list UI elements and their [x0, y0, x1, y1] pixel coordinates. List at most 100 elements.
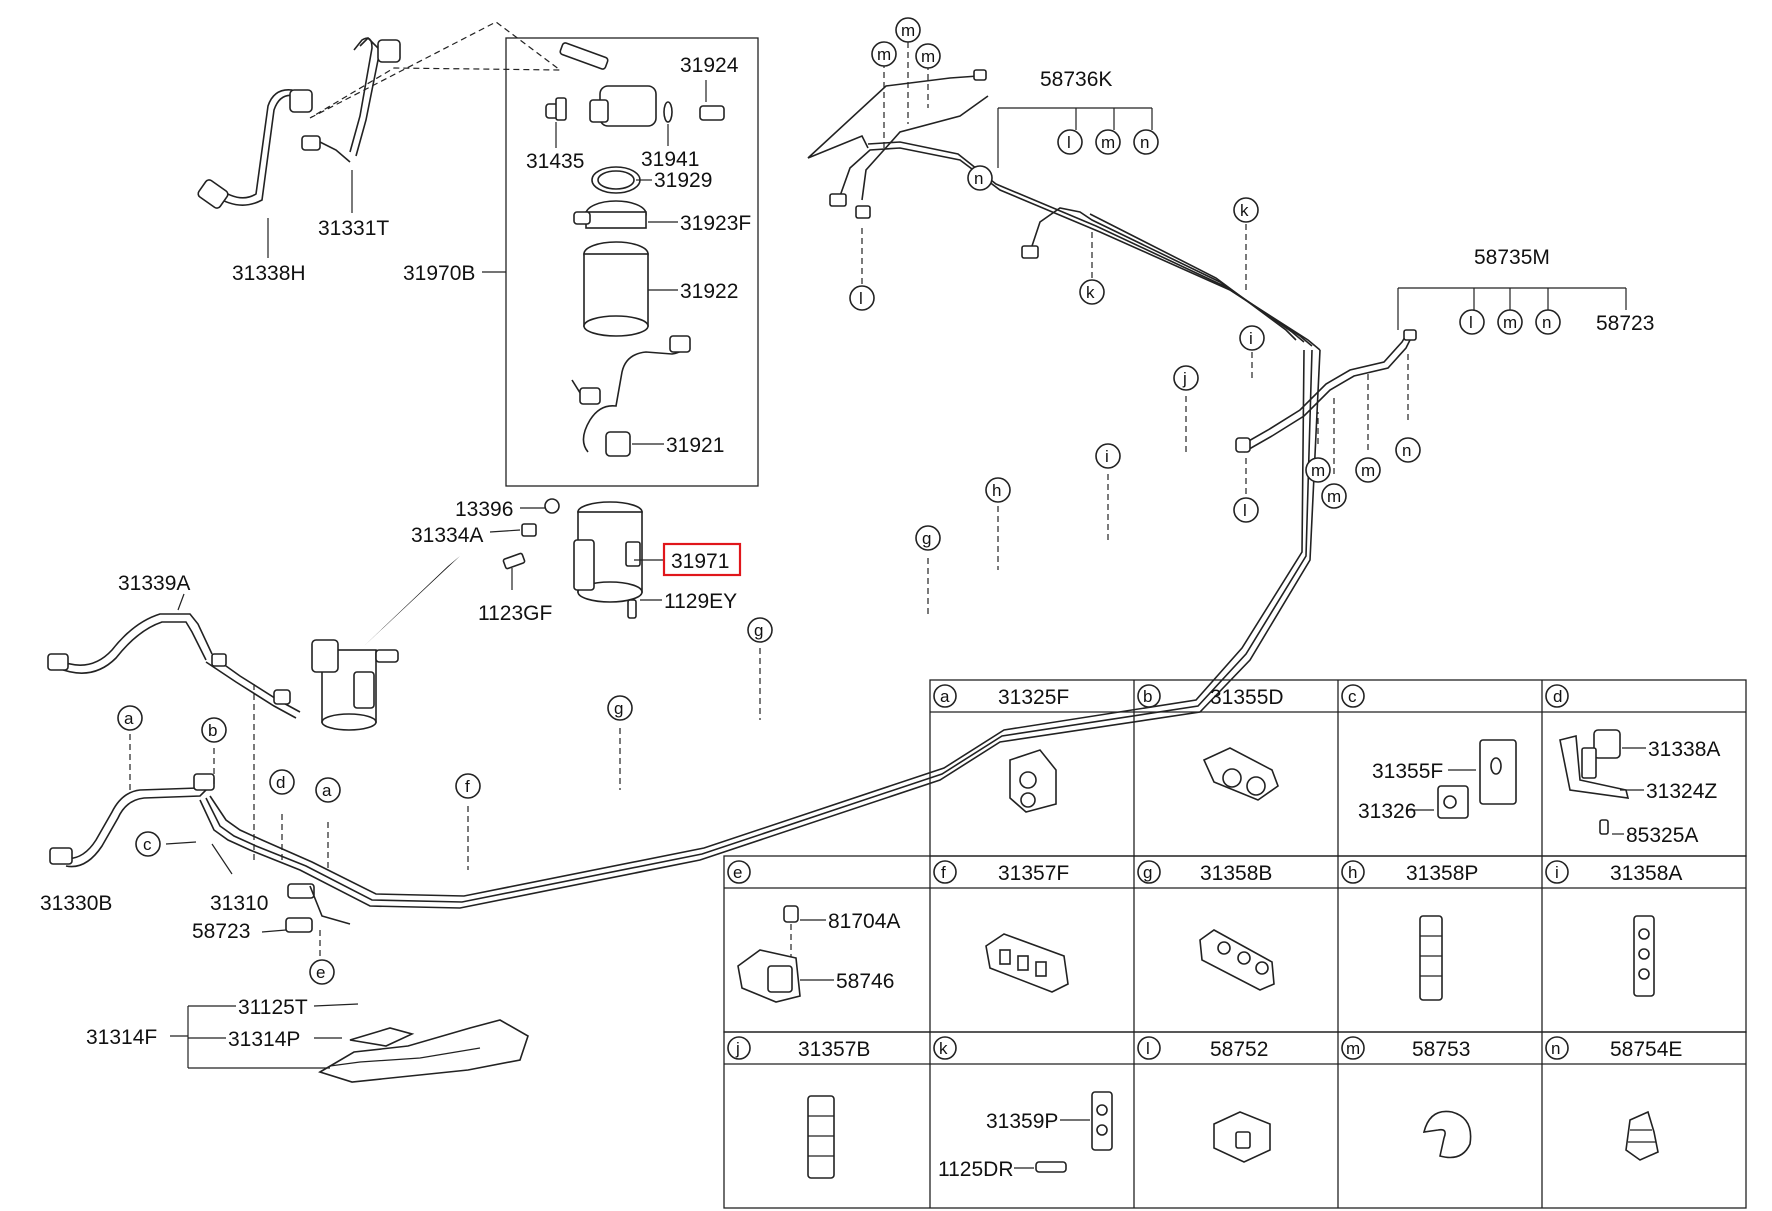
- callout-g2[interactable]: g: [747, 617, 773, 643]
- svg-text:f: f: [465, 777, 470, 796]
- callout-c[interactable]: c: [135, 831, 161, 857]
- legend-cell-g: g 31358B: [1137, 860, 1275, 991]
- callout-h[interactable]: h: [985, 477, 1011, 503]
- callout-m7[interactable]: m: [1321, 483, 1347, 509]
- svg-text:k: k: [1086, 283, 1095, 302]
- heat-shield: [318, 1019, 529, 1083]
- callout-k2[interactable]: k: [1079, 279, 1105, 305]
- svg-text:l: l: [1469, 313, 1473, 332]
- svg-text:g: g: [1143, 863, 1152, 882]
- legend-cell-e: e 81704A 58746: [727, 860, 900, 1003]
- svg-text:n: n: [1140, 133, 1149, 152]
- callout-d[interactable]: d: [269, 769, 295, 795]
- legend-part-number: 58754E: [1610, 1038, 1682, 1061]
- svg-text:h: h: [992, 481, 1001, 500]
- svg-text:j: j: [735, 1039, 740, 1058]
- svg-text:m: m: [921, 47, 935, 66]
- callout-e[interactable]: e: [309, 959, 335, 985]
- part-label: 31941: [641, 148, 699, 171]
- svg-text:m: m: [1101, 133, 1115, 152]
- svg-text:d: d: [276, 773, 285, 792]
- svg-text:j: j: [1182, 369, 1187, 388]
- part-label: 58723: [1596, 312, 1654, 335]
- legend-part-number: 31358B: [1200, 862, 1272, 885]
- callout-n4[interactable]: n: [1395, 437, 1421, 463]
- svg-text:l: l: [1067, 133, 1071, 152]
- svg-text:b: b: [1143, 687, 1152, 706]
- part-label: 58735M: [1474, 246, 1550, 269]
- svg-text:m: m: [1311, 461, 1325, 480]
- legend-cell-h: h 31358P: [1341, 860, 1478, 1001]
- callout-l1[interactable]: l: [849, 285, 875, 311]
- callout-k1[interactable]: k: [1233, 197, 1259, 223]
- part-label: 1129EY: [664, 590, 737, 613]
- callout-m8[interactable]: m: [1355, 457, 1381, 483]
- callout-l2[interactable]: l: [1233, 497, 1259, 523]
- callout-m4[interactable]: m: [1095, 129, 1121, 155]
- svg-text:i: i: [1249, 329, 1253, 348]
- svg-text:n: n: [1402, 441, 1411, 460]
- svg-text:a: a: [124, 709, 134, 728]
- svg-text:c: c: [1348, 687, 1357, 706]
- legend-part-number: 31358A: [1610, 862, 1682, 885]
- callout-m1[interactable]: m: [871, 41, 897, 67]
- svg-text:e: e: [316, 963, 325, 982]
- legend-cell-f: f 31357F: [933, 860, 1069, 993]
- svg-text:l: l: [859, 289, 863, 308]
- callout-f[interactable]: f: [455, 773, 481, 799]
- callout-leaders: [129, 42, 1409, 960]
- part-label: 31314F: [86, 1026, 157, 1049]
- part-label: 31435: [526, 150, 584, 173]
- part-label: 31331T: [318, 217, 389, 240]
- callout-i2[interactable]: i: [1239, 325, 1265, 351]
- svg-text:g: g: [922, 529, 931, 548]
- part-label: 58736K: [1040, 68, 1112, 91]
- legend-subpart: 31338A: [1648, 738, 1720, 761]
- clamp-bracket-e: [285, 883, 351, 933]
- svg-text:m: m: [877, 45, 891, 64]
- part-label: 58723: [192, 920, 250, 943]
- legend-part-number: 58752: [1210, 1038, 1268, 1061]
- callout-j[interactable]: j: [1173, 365, 1199, 391]
- callout-b[interactable]: b: [201, 717, 227, 743]
- legend-part-number: 31357B: [798, 1038, 870, 1061]
- callout-l4[interactable]: l: [1459, 309, 1485, 335]
- fuel-filter-assembly: [502, 498, 643, 619]
- callout-n2[interactable]: n: [1133, 129, 1159, 155]
- legend-subpart: 31359P: [986, 1110, 1058, 1133]
- callout-l3[interactable]: l: [1057, 129, 1083, 155]
- svg-text:k: k: [1240, 201, 1249, 220]
- svg-text:h: h: [1348, 863, 1357, 882]
- legend-cell-i: i 31358A: [1545, 860, 1682, 997]
- part-label: 31970B: [403, 262, 475, 285]
- highlighted-part-box[interactable]: [662, 542, 742, 577]
- callout-n1[interactable]: n: [967, 165, 993, 191]
- svg-text:g: g: [754, 621, 763, 640]
- callout-n3[interactable]: n: [1535, 309, 1561, 335]
- callout-g1[interactable]: g: [607, 695, 633, 721]
- callout-m6[interactable]: m: [1305, 457, 1331, 483]
- part-label: 31314P: [228, 1028, 300, 1051]
- return-pipe-assembly: [197, 21, 562, 209]
- callout-a[interactable]: a: [117, 705, 143, 731]
- callout-m2[interactable]: m: [895, 17, 921, 43]
- callout-i1[interactable]: i: [1095, 443, 1121, 469]
- callout-m3[interactable]: m: [915, 43, 941, 69]
- svg-text:l: l: [1146, 1039, 1150, 1058]
- svg-text:e: e: [733, 863, 742, 882]
- svg-text:k: k: [939, 1039, 948, 1058]
- part-label: 31338H: [232, 262, 306, 285]
- part-label: 1123GF: [478, 602, 552, 625]
- legend-cell-a: a 31325F: [933, 684, 1069, 813]
- part-label: 31310: [210, 892, 268, 915]
- legend-part-number: 31358P: [1406, 862, 1478, 885]
- legend-subpart: 85325A: [1626, 824, 1698, 847]
- svg-text:f: f: [941, 863, 946, 882]
- svg-text:i: i: [1105, 447, 1109, 466]
- callout-m5[interactable]: m: [1497, 309, 1523, 335]
- callout-g3[interactable]: g: [915, 525, 941, 551]
- callout-a2[interactable]: a: [315, 777, 341, 803]
- part-label: 31330B: [40, 892, 112, 915]
- detail-pointer: [364, 556, 460, 646]
- part-label: 31929: [654, 169, 712, 192]
